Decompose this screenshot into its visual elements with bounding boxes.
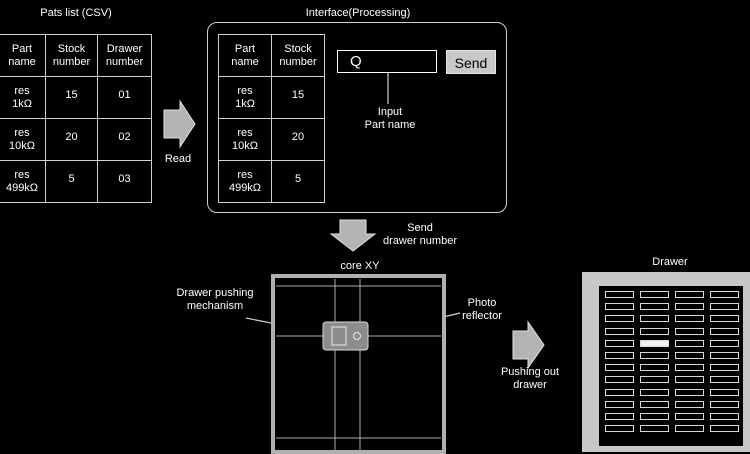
drawer-slot bbox=[710, 425, 739, 433]
drawer-slot bbox=[675, 425, 704, 433]
table-row: res 1kΩ 15 bbox=[218, 76, 325, 119]
drawer-slot bbox=[640, 400, 669, 408]
reflector-label: Photo reflector bbox=[462, 297, 502, 322]
cell-stock: 5 bbox=[271, 160, 325, 203]
drawer-slot bbox=[710, 339, 739, 347]
cell-part-name: res 499kΩ bbox=[0, 160, 46, 203]
drawer-slot bbox=[675, 327, 704, 335]
drawer-slot bbox=[640, 376, 669, 384]
interface-panel bbox=[207, 22, 507, 213]
drawer-slot bbox=[605, 425, 634, 433]
drawer-slot bbox=[675, 388, 704, 396]
drawer-slot bbox=[675, 364, 704, 372]
table-row: res 1kΩ 15 01 bbox=[0, 76, 152, 119]
table-row: res 499kΩ 5 03 bbox=[0, 160, 152, 203]
drawer-slot bbox=[605, 400, 634, 408]
drawer-slot bbox=[710, 291, 739, 298]
drawer-slot bbox=[640, 413, 669, 420]
drawer-slot bbox=[710, 327, 739, 335]
drawer-cabinet bbox=[582, 272, 750, 452]
drawer-slot bbox=[605, 364, 634, 372]
drawer-slot bbox=[605, 315, 634, 323]
drawer-slot bbox=[640, 315, 669, 323]
table-row: res 10kΩ 20 02 bbox=[0, 118, 152, 161]
drawer-slot bbox=[675, 315, 704, 323]
drawer-slot bbox=[710, 388, 739, 396]
drawer-slot bbox=[675, 339, 704, 347]
cell-part-name: res 499kΩ bbox=[218, 160, 272, 203]
read-arrow-icon bbox=[163, 99, 196, 149]
drawer-slot bbox=[710, 303, 739, 311]
drawer-slot bbox=[675, 352, 704, 359]
read-label: Read bbox=[164, 153, 192, 165]
push-arrow-icon bbox=[512, 320, 545, 370]
cell-part-name: res 1kΩ bbox=[0, 76, 46, 119]
drawer-slot bbox=[640, 327, 669, 335]
drawer-slot bbox=[605, 388, 634, 396]
drawer-slot bbox=[675, 413, 704, 420]
drawer-slot bbox=[675, 376, 704, 384]
cell-stock: 15 bbox=[45, 76, 98, 119]
drawer-slot bbox=[710, 352, 739, 359]
cell-stock: 5 bbox=[45, 160, 98, 203]
cell-part-name: res 10kΩ bbox=[218, 118, 272, 161]
drawer-slot bbox=[640, 388, 669, 396]
drawer-slot bbox=[675, 303, 704, 311]
drawer-slot bbox=[605, 291, 634, 298]
parts-list-table: Part name Stock number Drawer number res… bbox=[0, 34, 152, 203]
cell-stock: 15 bbox=[271, 76, 325, 119]
push-label: Pushing out drawer bbox=[500, 366, 560, 391]
table-row: res 499kΩ 5 bbox=[218, 160, 325, 203]
drawer-slot bbox=[710, 413, 739, 420]
drawer-slot bbox=[605, 352, 634, 359]
cell-stock: 20 bbox=[45, 118, 98, 161]
drawer-slot bbox=[640, 352, 669, 359]
mechanism-label: Drawer pushing mechanism bbox=[176, 287, 254, 312]
table-row: res 10kΩ 20 bbox=[218, 118, 325, 161]
drawer-slot bbox=[605, 327, 634, 335]
drawer-slot bbox=[605, 376, 634, 384]
drawer-slot bbox=[640, 425, 669, 433]
drawer-slot bbox=[675, 400, 704, 408]
drawer-slot bbox=[640, 364, 669, 372]
drawer-slot bbox=[710, 400, 739, 408]
send-arrow-icon bbox=[329, 219, 377, 252]
drawer-slot-selected bbox=[640, 339, 669, 347]
drawer-slot bbox=[675, 291, 704, 298]
send-button[interactable]: Send bbox=[446, 50, 496, 74]
corexy-frame bbox=[271, 274, 446, 454]
interface-table: Part name Stock number res 1kΩ 15 res 10… bbox=[218, 34, 325, 203]
cell-drawer: 03 bbox=[97, 160, 152, 203]
drawer-slot bbox=[640, 303, 669, 311]
send-label: Send drawer number bbox=[383, 222, 457, 247]
drawer-slot bbox=[710, 364, 739, 372]
part-name-input[interactable]: Q bbox=[337, 50, 437, 73]
parts-list-title: Pats list (CSV) bbox=[40, 7, 112, 19]
interface-title: Interface(Processing) bbox=[305, 7, 411, 19]
pusher-block bbox=[331, 326, 347, 346]
drawer-title: Drawer bbox=[652, 256, 688, 268]
drawer-slot bbox=[605, 413, 634, 420]
header-drawer-number: Drawer number bbox=[97, 34, 152, 77]
drawer-slot bbox=[605, 339, 634, 347]
drawer-slot bbox=[710, 315, 739, 323]
drawer-slot bbox=[605, 303, 634, 311]
cell-stock: 20 bbox=[271, 118, 325, 161]
cell-drawer: 01 bbox=[97, 76, 152, 119]
header-stock-number: Stock number bbox=[45, 34, 98, 77]
drawer-slot bbox=[640, 291, 669, 298]
corexy-title: core XY bbox=[340, 260, 380, 272]
photo-reflector-icon bbox=[353, 332, 361, 340]
input-caption: Input Part name bbox=[364, 106, 416, 131]
drawer-grid bbox=[599, 286, 743, 446]
drawer-slot bbox=[710, 376, 739, 384]
cell-part-name: res 1kΩ bbox=[218, 76, 272, 119]
